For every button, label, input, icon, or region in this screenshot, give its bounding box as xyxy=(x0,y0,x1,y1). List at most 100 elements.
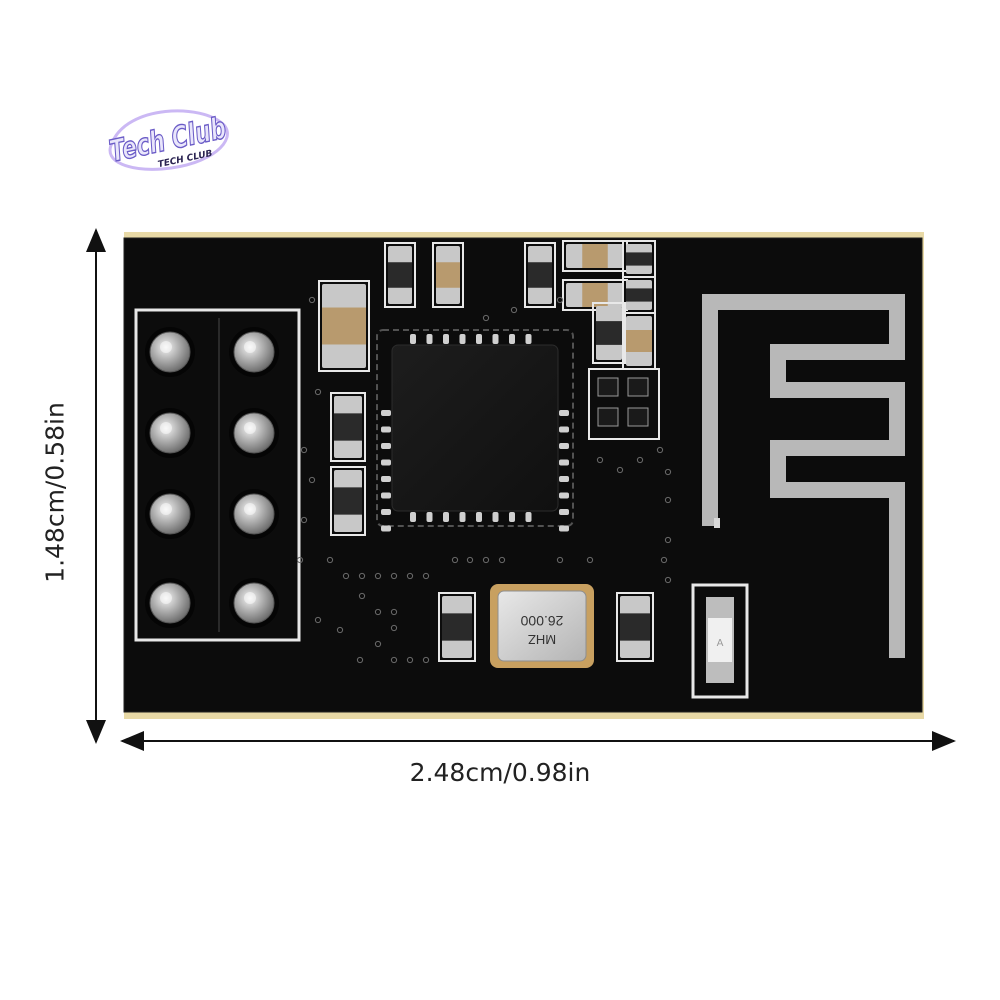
pcb-via xyxy=(342,572,350,580)
pcb-via xyxy=(556,556,564,564)
header-pin xyxy=(229,327,279,377)
pcb-via xyxy=(422,572,430,580)
smd-resistor xyxy=(622,276,656,314)
pcb-via xyxy=(656,446,664,454)
chip-lead xyxy=(559,426,569,433)
pcb-via xyxy=(498,556,506,564)
chip-lead xyxy=(492,512,499,522)
chip-lead xyxy=(476,512,482,522)
pcb-via xyxy=(556,296,564,304)
chip-lead xyxy=(381,492,391,499)
chip-lead xyxy=(492,334,499,344)
pcb-via xyxy=(326,556,334,564)
smd-resistor xyxy=(384,242,416,308)
svg-text:A: A xyxy=(717,638,724,649)
smd-capacitor xyxy=(562,279,628,311)
chip-lead xyxy=(459,512,466,522)
pcb-via xyxy=(390,656,398,664)
chip-lead xyxy=(443,512,449,522)
pcb-via xyxy=(660,556,668,564)
pcb-via xyxy=(314,388,322,396)
brand-logo: Tech Club TECH CLUB xyxy=(92,95,242,195)
chip-lead xyxy=(381,426,391,433)
crystal-oscillator: 26.000 MHZ xyxy=(490,584,594,668)
pcb-via xyxy=(482,556,490,564)
smd-transistor-block xyxy=(588,368,660,440)
pcb-via xyxy=(586,556,594,564)
smd-resistor xyxy=(330,392,366,462)
chip-lead xyxy=(509,512,515,522)
led-indicator: A xyxy=(691,583,749,699)
pcb-via xyxy=(308,296,316,304)
pcb-via xyxy=(636,456,644,464)
pcb-via xyxy=(510,306,518,314)
pcb-via xyxy=(374,640,382,648)
pcb-via xyxy=(374,572,382,580)
smd-resistor xyxy=(622,240,656,278)
chip-lead xyxy=(381,525,391,532)
smd-capacitor xyxy=(318,280,370,372)
chip-lead xyxy=(381,410,391,416)
header-pin xyxy=(145,327,195,377)
smd-component-group xyxy=(318,240,660,662)
pcb-via xyxy=(336,626,344,634)
header-pin xyxy=(229,489,279,539)
crystal-frequency-text: 26.000 xyxy=(520,613,563,629)
height-dimension-label: 1.48cm/0.58in xyxy=(40,402,70,583)
pcb-via xyxy=(664,496,672,504)
chip-lead xyxy=(381,459,391,466)
main-chip xyxy=(376,329,574,532)
pcb-via xyxy=(358,572,366,580)
chip-lead xyxy=(381,476,391,482)
smd-resistor xyxy=(330,466,366,536)
header-pin xyxy=(229,578,279,628)
pcb-via xyxy=(664,576,672,584)
smd-capacitor xyxy=(432,242,464,308)
chip-lead xyxy=(459,334,466,344)
header-pin xyxy=(229,408,279,458)
chip-lead xyxy=(559,443,569,449)
header-pin xyxy=(145,489,195,539)
chip-lead xyxy=(410,334,416,344)
pcb-via xyxy=(356,656,364,664)
chip-lead xyxy=(559,459,569,466)
header-pin xyxy=(145,578,195,628)
chip-lead xyxy=(559,410,569,416)
smd-resistor xyxy=(438,592,476,662)
pcb-via xyxy=(358,592,366,600)
pcb-via xyxy=(390,624,398,632)
pcb-via xyxy=(596,456,604,464)
chip-lead xyxy=(426,334,433,344)
pcb-via xyxy=(664,468,672,476)
chip-lead xyxy=(381,509,391,515)
pcb-antenna-trace xyxy=(702,294,905,658)
chip-lead xyxy=(381,443,391,449)
pcb-via xyxy=(664,536,672,544)
pcb-via xyxy=(482,314,490,322)
smd-resistor xyxy=(592,302,626,364)
pcb-via xyxy=(374,608,382,616)
chip-lead xyxy=(525,512,532,522)
crystal-unit-text: MHZ xyxy=(528,632,556,647)
smd-resistor xyxy=(524,242,556,308)
chip-lead xyxy=(509,334,515,344)
pcb-via xyxy=(390,608,398,616)
pcb-via xyxy=(308,476,316,484)
chip-lead xyxy=(426,512,433,522)
pcb-via xyxy=(390,572,398,580)
smd-capacitor xyxy=(562,240,628,272)
pin-header xyxy=(134,308,301,642)
chip-lead xyxy=(559,492,569,499)
chip-lead xyxy=(525,334,532,344)
pcb-via xyxy=(300,516,308,524)
pcb-via xyxy=(422,656,430,664)
pcb-via xyxy=(451,556,459,564)
chip-lead xyxy=(559,509,569,515)
pcb-via xyxy=(300,446,308,454)
smd-resistor xyxy=(616,592,654,662)
chip-lead xyxy=(443,334,449,344)
header-pin xyxy=(145,408,195,458)
pcb-via xyxy=(616,466,624,474)
pcb-via xyxy=(406,572,414,580)
